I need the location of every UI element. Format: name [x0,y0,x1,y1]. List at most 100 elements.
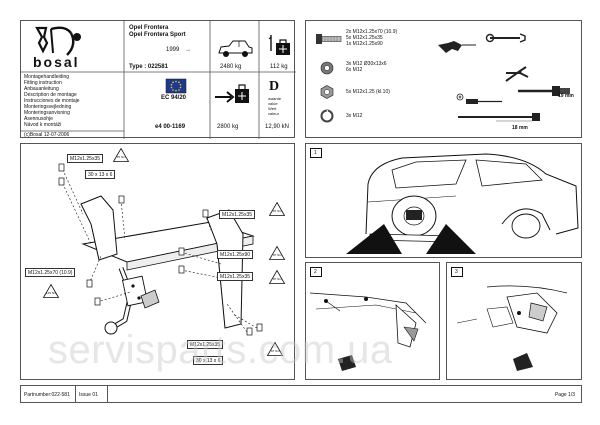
brand-name: bosal [33,54,80,70]
d-small-line: value [268,101,278,106]
header-grid [21,21,296,139]
approval-code: e4 00-1169 [155,124,186,130]
instruction-line: Anbauanleitung [24,86,59,92]
d-small-line: valeur [268,111,279,116]
car-title-1: Opel Frontera [129,25,169,31]
car-title-2: Opel Frontera Sport [129,32,186,38]
partnumber: Partnumber:022-581 [24,392,70,398]
weight-car: 2480 kg [220,64,242,70]
weight-trailer: 2800 kg [217,124,239,130]
step-2-drawing [309,292,427,371]
torque-warning-icon [268,245,286,260]
torque-value: 87 Nm [273,209,282,213]
pliers-icon [505,66,529,82]
step-number: 1 [314,150,317,156]
type-label: Type : 022581 [129,64,168,70]
footer-divider [107,386,108,402]
torque-wrench-icon [458,113,540,122]
instruction-line: Návod k montáži [24,122,62,128]
step-number-box [451,267,463,277]
weight-tow: 112 kg [270,64,288,70]
instruction-line: Montagehandleiding [24,74,70,80]
label-bolt-bottom: M12x1.25x35 [187,340,224,349]
exploded-diagram-panel: M12x1.25x35 30 x 13 x 6 M12x1.25x35 M12x… [20,143,295,380]
instructions-list: Montagehandleiding Fitting instruction A… [24,74,80,128]
lock-washer-icon [320,109,334,123]
instruction-line: Asennusohje [24,116,53,122]
weight-icon [268,35,290,55]
parts-group3: 5x M12x1.25 (kl.10) [346,89,390,95]
torque-value: 87 Nm [271,349,280,353]
label-washer-top: 30 x 13 x 6 [85,170,116,179]
socket-size: 18 mm [512,125,528,131]
step-2-panel: 2 [305,262,440,380]
step-number: 2 [314,269,317,275]
torque-warning-icon [268,201,286,216]
car-rear-drawing [346,153,579,254]
instruction-line: Monteringsvejledning [24,104,72,110]
torque-warning-icon [266,341,284,356]
part-line: 3x M12 [346,113,363,119]
label-bolt-right1: M12x1.25x35 [219,210,256,219]
issue: Issue 01 [79,392,98,398]
step-3-drawing [456,285,568,371]
drill-icon [438,41,476,53]
wrench-icon [485,33,526,43]
part-line: 5x M12x1.25 (kl.10) [346,89,390,95]
washer-icon [320,61,334,75]
part-line: 2x M12x1.25x70 (10.9) [346,29,398,35]
step-number-box [310,267,322,277]
d-small-line: waarde [268,96,282,101]
part-line: 3x M12 Ø30x13x6 [346,61,387,67]
part-line: 5x M12x1.25x35 [346,35,383,41]
instruction-line: Instrucciones de montaje [24,98,80,104]
d-small-list: waarde value Wert valeur [268,96,281,116]
d-letter: D [269,79,280,94]
trailer-weight-icon [215,84,249,103]
page-number: Page 1/3 [554,392,575,398]
eu-flag-icon [165,78,187,94]
step-number-box [310,148,322,158]
label-washer-bottom: 30 x 13 x 6 [193,356,224,365]
year: 1999 [166,47,180,53]
torque-warning-icon [112,147,130,162]
car-icon [218,40,253,57]
step-3-panel: 3 [446,262,582,380]
wrench-size: 19 mm [558,93,574,99]
label-bolt-right3: M12x1.25x35 [217,272,254,281]
torque-warning-icon [42,283,60,298]
copyright: (c)Bosal 12-07-2006 [24,132,70,138]
torque-warning-icon [268,269,286,284]
approval-number: EC 94/20 [161,95,187,101]
footer-bar: Partnumber:022-581 Issue 01 Page 1/3 [20,385,582,403]
torque-value: 87 Nm [273,253,282,257]
d-value: 12,90 kN [265,124,290,130]
screwdriver-icon [456,93,502,104]
nut-icon [320,85,334,99]
parts-group1: 2x M12x1.25x70 (10.9) 5x M12x1.25x35 1x … [346,29,397,47]
step-number: 3 [455,269,458,275]
year-arrow: → [185,47,191,53]
torque-value: 125 Nm [46,291,57,295]
part-line: 6x M12 [346,67,363,73]
ratchet-icon [518,86,570,96]
parts-group2: 3x M12 Ø30x13x6 6x M12 [346,61,387,73]
step-1-panel: 1 [305,143,582,258]
label-bolt-top: M12x1.25x35 [67,154,104,163]
bosal-logo-icon [35,26,81,56]
label-bolt-left: M12x1.25x70 (10.9) [25,268,76,277]
d-small-line: Wert [268,106,277,111]
label-bolt-right2: M12x1.25x90 [217,250,254,259]
parts-panel: 2x M12x1.25x70 (10.9) 5x M12x1.25x35 1x … [305,20,582,138]
header-panel: bosal Opel Frontera Opel Frontera Sport … [20,20,296,139]
footer-divider [75,386,76,402]
instruction-line: Monteringsanvisning [24,110,70,116]
instruction-line: Description de montage [24,92,77,98]
torque-value: 87 Nm [273,277,282,281]
instruction-line: Fitting instruction [24,80,62,86]
parts-group4: 3x M12 [346,113,362,119]
towbar-drawing [58,163,263,336]
bolt-icon [316,34,342,44]
part-line: 1x M12x1.25x90 [346,41,383,47]
torque-value: 87 Nm [117,155,126,159]
